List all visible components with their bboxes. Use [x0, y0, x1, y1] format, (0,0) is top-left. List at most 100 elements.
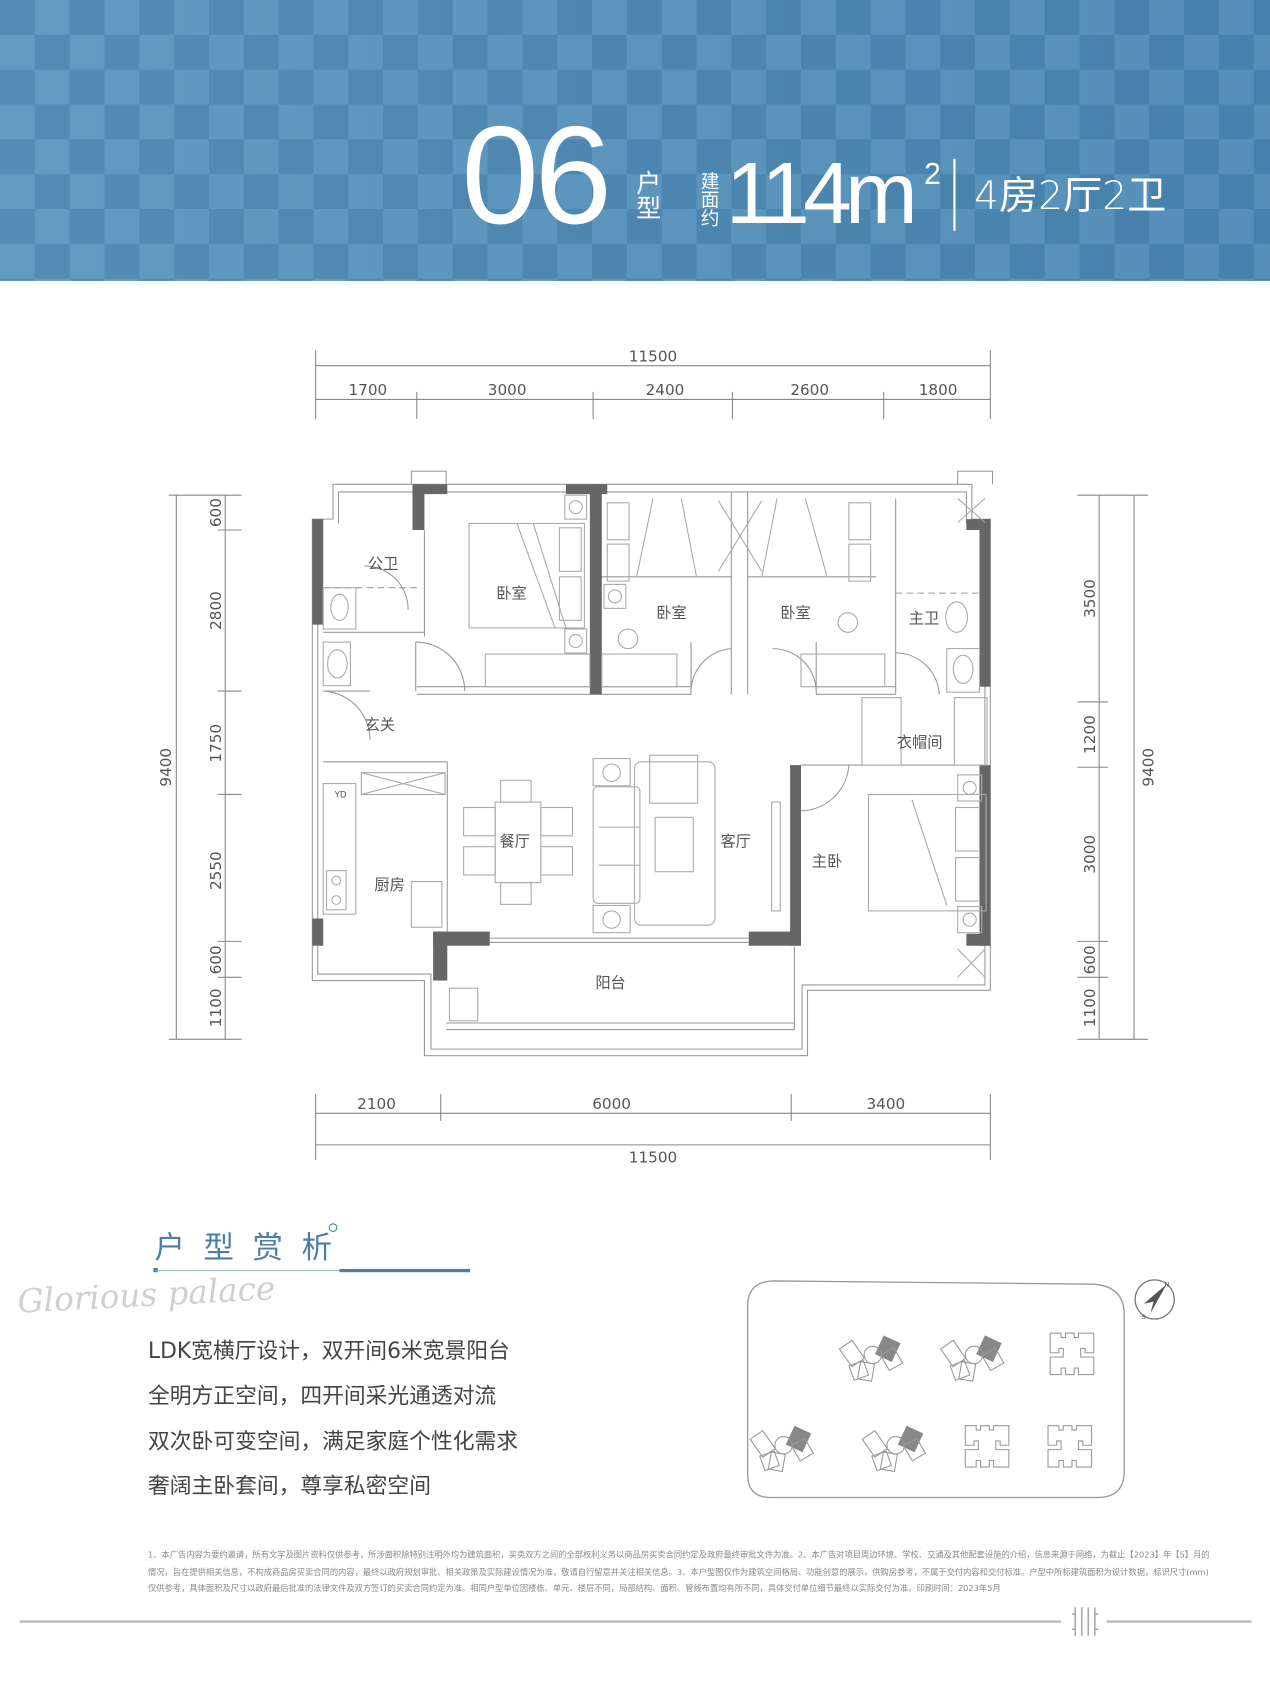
- basin-master: [946, 648, 981, 693]
- closet-right: [953, 697, 988, 766]
- room-bedroom-3: 卧室: [780, 604, 810, 622]
- washing-machine: [448, 987, 479, 1022]
- building-cluster-icon: [838, 1335, 904, 1382]
- dim-right-1: 3500: [1081, 579, 1099, 618]
- title-underline-thin: [155, 1270, 341, 1272]
- dim-left-4: 2550: [207, 851, 225, 890]
- building-icon: [964, 1425, 1010, 1468]
- room-master-bedroom: 主卧: [812, 852, 842, 870]
- area-label: 建面约: [696, 171, 719, 228]
- compass-south: S: [1142, 1313, 1146, 1321]
- appliance-mark: YD: [334, 791, 347, 801]
- layout-type: 4房2厅2卫: [974, 174, 1167, 219]
- outer-walls: [311, 470, 994, 1057]
- master-bed: [867, 793, 987, 912]
- dim-top-total: 11500: [629, 347, 677, 365]
- door-swings: [323, 565, 940, 812]
- furniture: [322, 494, 988, 1022]
- dim-left-3: 1750: [207, 724, 225, 763]
- compass-north: N: [1164, 1280, 1169, 1288]
- dim-top-2: 3000: [488, 381, 527, 399]
- room-entrance: 玄关: [365, 716, 395, 734]
- floor-plan: 11500 1700 3000 2400 2600 1800 2100 6000…: [157, 347, 1158, 1166]
- dim-bottom-1: 2100: [357, 1095, 396, 1113]
- dim-left-6: 1100: [207, 988, 225, 1027]
- area-value: 114m: [725, 144, 918, 242]
- dim-left-1: 600: [207, 498, 225, 527]
- room-bedroom-2: 卧室: [656, 604, 686, 622]
- unit-number: 06: [461, 97, 612, 254]
- room-balcony: 阳台: [595, 974, 625, 992]
- footer-ornament-icon: [1071, 1607, 1099, 1636]
- dim-top-4: 2600: [790, 381, 829, 399]
- dim-right-total: 9400: [1140, 748, 1158, 787]
- building-icon: [1047, 1425, 1093, 1468]
- header-divider: [953, 158, 956, 231]
- dim-right-5: 1100: [1081, 988, 1099, 1027]
- room-bedroom-1: 卧室: [496, 585, 526, 603]
- feature-point: 双次卧可变空间，满足家庭个性化需求: [148, 1427, 519, 1454]
- toilet-public: [322, 587, 357, 630]
- room-living: 客厅: [720, 833, 750, 851]
- wardrobe-3: [800, 653, 886, 688]
- structural-walls: [312, 484, 991, 981]
- room-public-bath: 公卫: [368, 555, 398, 573]
- dim-right-3: 3000: [1081, 835, 1099, 874]
- area-superscript: 2: [923, 156, 941, 191]
- building-icon: [1049, 1332, 1095, 1376]
- analysis-title: 户型赏析: [154, 1229, 351, 1266]
- dim-bottom-total: 11500: [629, 1148, 677, 1166]
- building-cluster-icon: [749, 1425, 814, 1473]
- bed-1: [468, 522, 585, 629]
- wardrobe-2: [601, 653, 678, 688]
- dim-left-total: 9400: [157, 748, 175, 787]
- dim-right-2: 1200: [1081, 715, 1099, 754]
- site-location-plan: N S: [747, 1279, 1175, 1499]
- closet-left: [861, 697, 902, 766]
- footer-rule: [19, 1620, 1062, 1623]
- disclaimer-line: 情况，旨在提供相关信息，不构成商品房买卖合同的内容，最终以政府规划审批、相关政策…: [148, 1566, 1209, 1577]
- room-walk-in-closet: 衣帽间: [897, 734, 943, 752]
- dim-right-4: 600: [1081, 945, 1099, 974]
- armchair: [649, 754, 699, 804]
- compass-icon: N S: [1134, 1279, 1175, 1321]
- dim-left-5: 600: [207, 945, 225, 974]
- rug: [633, 761, 716, 926]
- basin-public: [322, 641, 351, 687]
- room-dining: 餐厅: [500, 833, 530, 851]
- dimension-labels: 11500 1700 3000 2400 2600 1800 2100 6000…: [157, 347, 1158, 1166]
- title-underline-dot: [153, 1267, 158, 1273]
- feature-point: 奢阔主卧套间，尊享私密空间: [148, 1472, 431, 1499]
- header-banner: 06 户型 建面约 114m 2 4房2厅2卫: [0, 0, 1270, 281]
- disclaimer-line: 1、本广告内容为要约邀请，所有文字及图片资料仅供参考，所涉面积除特别注明外均为建…: [148, 1549, 1210, 1560]
- feature-point: 全明方正空间，四开间采光通透对流: [148, 1382, 497, 1409]
- feature-point: LDK宽横厅设计，双开间6米宽景阳台: [148, 1337, 510, 1364]
- title-underline-thick: [339, 1268, 471, 1273]
- coffee-table: [654, 816, 694, 873]
- disclaimer: 1、本广告内容为要约邀请，所有文字及图片资料仅供参考，所涉面积除特别注明外均为建…: [148, 1546, 1210, 1597]
- kitchen-counter: [322, 783, 357, 915]
- footer-rule: [1106, 1620, 1252, 1623]
- kitchen-sink: [410, 880, 443, 928]
- building-cluster-icon: [861, 1425, 926, 1473]
- tv-cabinet: [771, 801, 781, 912]
- wardrobe-1: [484, 653, 591, 688]
- room-kitchen: 厨房: [374, 876, 404, 894]
- unit-label: 户型: [631, 169, 660, 220]
- site-boundary: [747, 1280, 1125, 1499]
- disclaimer-line: 仅供参考，具体面积及尺寸以政府最后批准的法律文件及双方签订的买卖合同约定为准。相…: [148, 1583, 1001, 1594]
- room-labels: 公卫 卧室 卧室 卧室 主卫 玄关 衣帽间 餐厅 客厅 主卧 厨房 阳台 YD: [334, 555, 943, 992]
- dim-bottom-3: 3400: [867, 1095, 906, 1113]
- dim-top-3: 2400: [646, 381, 685, 399]
- dim-top-1: 1700: [348, 381, 387, 399]
- dim-left-2: 2800: [207, 591, 225, 630]
- degree-mark: [328, 1223, 338, 1232]
- sofa: [592, 786, 641, 904]
- toilet-master: [945, 601, 969, 633]
- building-cluster-icon: [940, 1335, 1005, 1382]
- room-master-bath: 主卫: [909, 610, 939, 628]
- dimension-lines: [168, 350, 1149, 1161]
- dim-top-5: 1800: [919, 381, 958, 399]
- script-watermark: Glorious palace: [16, 1269, 277, 1322]
